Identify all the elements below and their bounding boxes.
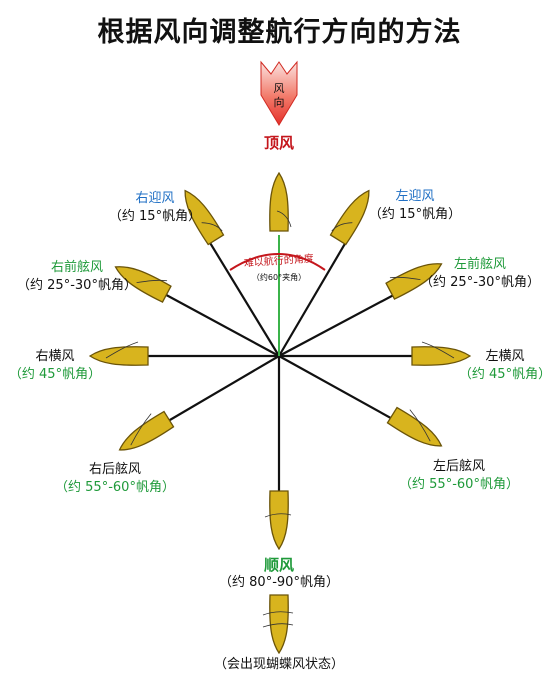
left-close-name: 左迎风	[395, 189, 435, 204]
head-wind-label: 顶风	[263, 134, 294, 152]
left-close-angle: （约 15°帆角）	[368, 207, 462, 222]
boats	[88, 171, 472, 655]
no-go-subnote: （约60°夹角）	[252, 272, 306, 282]
spoke-left-close	[278, 229, 354, 357]
right-close-name: 右迎风	[135, 191, 175, 206]
left-rear-label: 左后舷风 （约 55°-60°帆角）	[384, 458, 534, 494]
boat-right-front	[114, 266, 172, 303]
butterfly-note: （会出现蝴蝶风状态）	[213, 657, 344, 672]
boat-left-front	[385, 263, 443, 300]
left-front-angle: （约 25°-30°帆角）	[420, 275, 540, 290]
left-beam-name: 左横风	[485, 349, 525, 364]
right-rear-angle: （约 55°-60°帆角）	[55, 480, 175, 495]
left-front-name: 左前舷风	[453, 257, 506, 272]
right-beam-angle: （约 45°帆角）	[8, 367, 102, 382]
boat-left-close	[329, 189, 370, 246]
left-close-label: 左迎风 （约 15°帆角）	[340, 188, 490, 224]
spokes	[120, 227, 440, 496]
right-front-name: 右前舷风	[50, 260, 103, 275]
left-beam-label: 左横风 （约 45°帆角）	[452, 348, 558, 384]
right-beam-label: 右横风 （约 45°帆角）	[0, 348, 110, 384]
boat-tail-wind	[264, 490, 292, 551]
tail-wind-name: 顺风	[263, 556, 294, 574]
left-rear-angle: （约 55°-60°帆角）	[399, 477, 519, 492]
tail-wind-label: 顺风 （约 80°-90°帆角）	[200, 556, 358, 592]
wind-arrow-text-2: 向	[274, 95, 285, 109]
boat-butterfly	[262, 594, 294, 655]
no-go-arc	[229, 253, 326, 271]
boat-left-rear	[386, 406, 443, 447]
right-close-angle: （约 15°帆角）	[108, 209, 202, 224]
boat-right-close	[184, 189, 225, 246]
wind-arrow-icon	[260, 60, 298, 126]
tail-wind-angle: （约 80°-90°帆角）	[219, 575, 339, 590]
right-close-label: 右迎风 （约 15°帆角）	[80, 190, 230, 226]
left-beam-angle: （约 45°帆角）	[458, 367, 552, 382]
right-rear-label: 右后舷风 （约 55°-60°帆角）	[40, 461, 190, 497]
boat-head-wind	[269, 171, 292, 232]
left-rear-name: 左后舷风	[432, 459, 485, 474]
boat-left-beam	[411, 341, 472, 366]
right-rear-name: 右后舷风	[88, 462, 141, 477]
spoke-right-front	[145, 283, 280, 357]
right-beam-name: 右横风	[35, 349, 75, 364]
boat-right-beam	[88, 341, 149, 366]
wind-arrow-text-1: 风	[274, 82, 285, 95]
left-front-label: 左前舷风 （约 25°-30°帆角）	[404, 256, 556, 292]
boat-right-rear	[118, 410, 175, 451]
right-front-label: 右前舷风 （约 25°-30°帆角）	[2, 259, 152, 295]
spoke-right-close	[200, 227, 280, 357]
page-title: 根据风向调整航行方向的方法	[97, 17, 462, 48]
right-front-angle: （约 25°-30°帆角）	[17, 278, 137, 293]
